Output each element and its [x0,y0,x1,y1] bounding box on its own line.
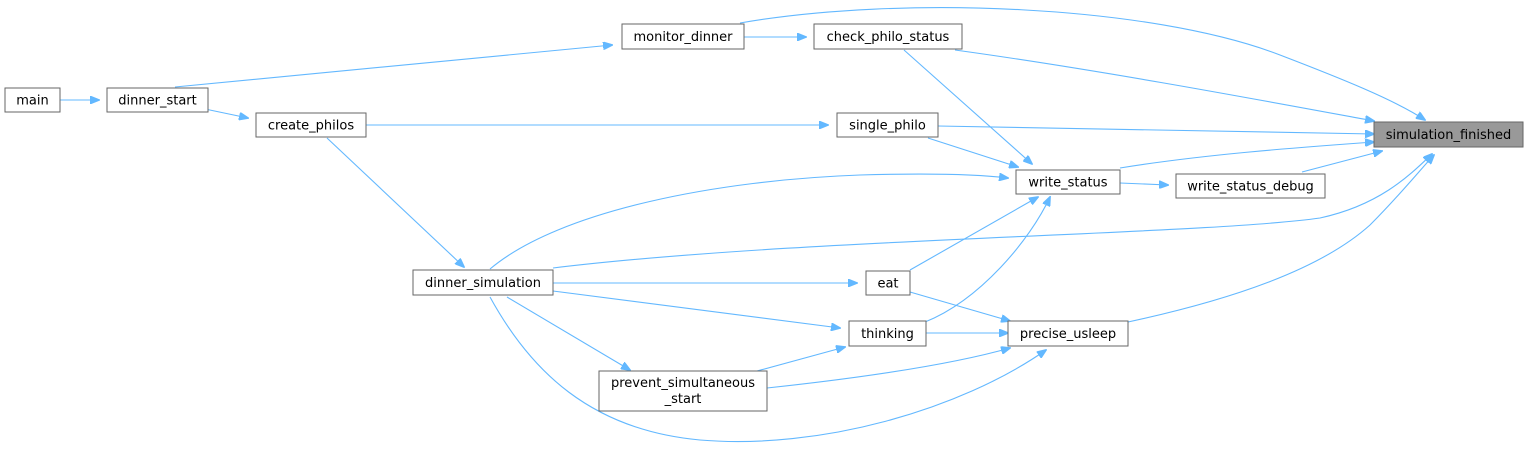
edge-prevent-simultaneous-start-thinking [756,347,845,372]
node-precise-usleep-label: precise_usleep [1020,327,1116,342]
edge-single-philo-write-status [927,137,1018,167]
edge-dinner-start-create-philos [204,108,248,118]
edge-write-status-write-status-debug [1119,183,1168,185]
node-dinner-simulation-label: dinner_simulation [425,276,541,291]
node-create-philos-label: create_philos [268,119,354,134]
edge-check-philo-status-write-status [903,49,1032,164]
edge-dinner-simulation-write-status [489,174,1008,270]
node-monitor-dinner-label: monitor_dinner [633,30,733,45]
edge-create-philos-dinner-simulation [326,137,464,267]
edge-dinner-simulation-prevent-simultaneous-start [506,296,630,370]
nodes: main dinner_start monitor_dinner check_p… [4,23,1524,412]
node-precise-usleep[interactable]: precise_usleep [1007,320,1129,347]
node-dinner-start[interactable]: dinner_start [106,87,209,113]
node-thinking-label: thinking [861,327,914,342]
edge-dinner-simulation-thinking [552,290,840,328]
edge-check-philo-status-simulation-finished [954,49,1374,121]
node-monitor-dinner[interactable]: monitor_dinner [621,23,745,50]
node-thinking[interactable]: thinking [848,320,927,347]
node-prevent-simultaneous-start-label-line2: _start [664,392,702,407]
edge-eat-write-status [909,197,1038,271]
node-prevent-simultaneous-start[interactable]: prevent_simultaneous _start [598,370,768,412]
edge-monitor-dinner-simulation-finished [739,7,1425,120]
node-create-philos[interactable]: create_philos [255,112,367,138]
edge-eat-precise-usleep [909,291,1010,321]
edge-precise-usleep-simulation-finished [1127,155,1434,323]
edge-prevent-simultaneous-start-precise-usleep [766,348,1010,389]
edge-dinner-start-monitor-dinner [174,45,612,88]
node-single-philo-label: single_philo [849,119,926,134]
node-dinner-start-label: dinner_start [118,94,196,109]
node-eat-label: eat [877,277,898,292]
node-write-status-debug-label: write_status_debug [1187,180,1314,195]
edge-dinner-simulation-simulation-finished [552,154,1432,269]
node-write-status-label: write_status [1028,176,1107,191]
edge-single-philo-simulation-finished [937,125,1374,134]
node-write-status-debug[interactable]: write_status_debug [1175,173,1326,199]
node-simulation-finished[interactable]: simulation_finished [1373,121,1524,148]
edge-write-status-simulation-finished [1119,142,1374,169]
node-check-philo-status-label: check_philo_status [827,30,950,45]
node-check-philo-status[interactable]: check_philo_status [813,23,963,50]
edge-dinner-simulation-precise-usleep [489,296,1046,443]
node-simulation-finished-label: simulation_finished [1386,128,1512,143]
edge-thinking-write-status [924,197,1050,323]
node-main[interactable]: main [4,87,61,113]
edge-write-status-debug-simulation-finished [1301,151,1382,173]
node-main-label: main [16,94,48,109]
node-single-philo[interactable]: single_philo [836,112,939,138]
node-eat[interactable]: eat [865,270,911,296]
edges [60,7,1434,443]
node-write-status[interactable]: write_status [1015,169,1121,195]
node-prevent-simultaneous-start-label-line1: prevent_simultaneous [611,376,755,391]
node-dinner-simulation[interactable]: dinner_simulation [412,269,554,296]
